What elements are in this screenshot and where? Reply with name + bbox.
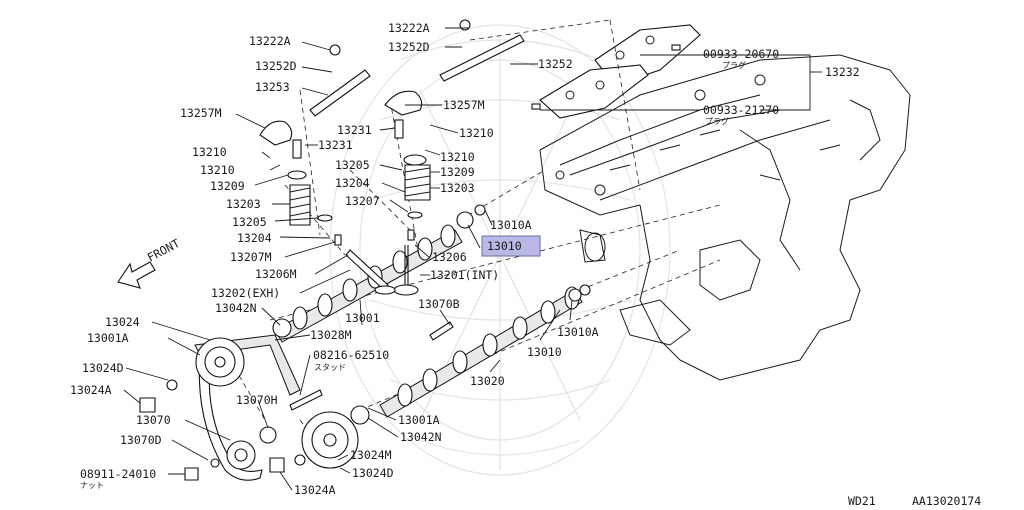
label-13209-mid[interactable]: 13209 [440,165,475,179]
label-13206[interactable]: 13206 [432,250,467,264]
label-13205-left[interactable]: 13205 [232,215,267,229]
timing-belt-assembly [139,318,370,481]
label-13253[interactable]: 13253 [255,80,290,94]
label-13222a-left[interactable]: 13222A [249,34,291,48]
label-00933-21270[interactable]: 00933-21270 [703,103,779,117]
label-13070h[interactable]: 13070H [236,393,278,407]
valve-train-parts [287,119,591,411]
front-label: FRONT [145,236,182,265]
label-08911-sub: ナット [80,481,104,490]
label-13202-exh[interactable]: 13202(EXH) [211,286,280,300]
label-13024d-left[interactable]: 13024D [82,361,124,375]
leader-lines [123,27,822,491]
label-13203-left[interactable]: 13203 [226,197,261,211]
label-13232[interactable]: 13232 [825,65,860,79]
label-13010-highlighted[interactable]: 13010 [487,239,522,253]
camshaft-exhaust [274,224,463,343]
label-13252d-left[interactable]: 13252D [255,59,297,73]
label-13252d-top[interactable]: 13252D [388,40,430,54]
label-13210-mid2[interactable]: 13210 [440,150,475,164]
label-13203-mid[interactable]: 13203 [440,181,475,195]
label-13028m[interactable]: 13028M [310,328,352,342]
label-08216-sub: スタッド [314,363,346,372]
label-13070d[interactable]: 13070D [120,433,162,447]
label-13024a-left[interactable]: 13024A [70,383,112,397]
label-08911-24010[interactable]: 08911-24010 [80,467,156,481]
label-00933-20670-sub: プラグ [722,60,746,70]
label-13257m-left[interactable]: 13257M [180,106,222,120]
label-13024m[interactable]: 13024M [350,448,392,462]
label-13204-mid[interactable]: 13204 [335,176,370,190]
diagram-code-right: AA13020174 [912,494,981,508]
label-13207-mid[interactable]: 13207 [345,194,380,208]
label-13257m-mid[interactable]: 13257M [443,98,485,112]
label-00933-21270-sub: プラグ [705,116,729,126]
label-13252-top[interactable]: 13252 [538,57,573,71]
label-13070[interactable]: 13070 [136,413,171,427]
engine-block-illustration [539,54,911,381]
label-13020[interactable]: 13020 [470,374,505,388]
rocker-cover-assembly [531,24,701,119]
selected-part-highlight [481,235,541,257]
label-13209-left[interactable]: 13209 [210,179,245,193]
label-13070b[interactable]: 13070B [418,297,460,311]
label-13024[interactable]: 13024 [105,315,140,329]
label-13231-mid[interactable]: 13231 [337,123,372,137]
camshaft-intake [379,286,583,418]
label-13010a-top[interactable]: 13010A [490,218,532,232]
part-labels: 13222A 13252D 13252 00933-20670 プラグ 1323… [70,21,981,508]
label-13206m[interactable]: 13206M [255,267,297,281]
label-13210-mid1[interactable]: 13210 [459,126,494,140]
label-13042n-top[interactable]: 13042N [215,301,257,315]
diagram-code-left: WD21 [848,494,876,508]
label-13205-mid[interactable]: 13205 [335,158,370,172]
label-13001a-left[interactable]: 13001A [87,331,129,345]
label-13001[interactable]: 13001 [345,311,380,325]
label-13210-l1[interactable]: 13210 [192,145,227,159]
rocker-shafts [309,19,525,117]
label-13010-bot[interactable]: 13010 [527,345,562,359]
label-13024a-bot[interactable]: 13024A [294,483,336,497]
label-13010a-bot[interactable]: 13010A [557,325,599,339]
label-13042n-bot[interactable]: 13042N [400,430,442,444]
label-13222a-top[interactable]: 13222A [388,21,430,35]
label-08216-62510[interactable]: 08216-62510 [313,348,389,362]
label-13210-l2[interactable]: 13210 [200,163,235,177]
label-13207m[interactable]: 13207M [230,250,272,264]
front-direction-arrow: FRONT [117,236,182,289]
rocker-arms [259,90,423,146]
label-13024d-bot[interactable]: 13024D [352,466,394,480]
label-13201-int[interactable]: 13201(INT) [430,268,499,282]
label-13231-left[interactable]: 13231 [318,138,353,152]
label-00933-20670[interactable]: 00933-20670 [703,47,779,61]
label-13001a-bot[interactable]: 13001A [398,413,440,427]
label-13204-left[interactable]: 13204 [237,231,272,245]
